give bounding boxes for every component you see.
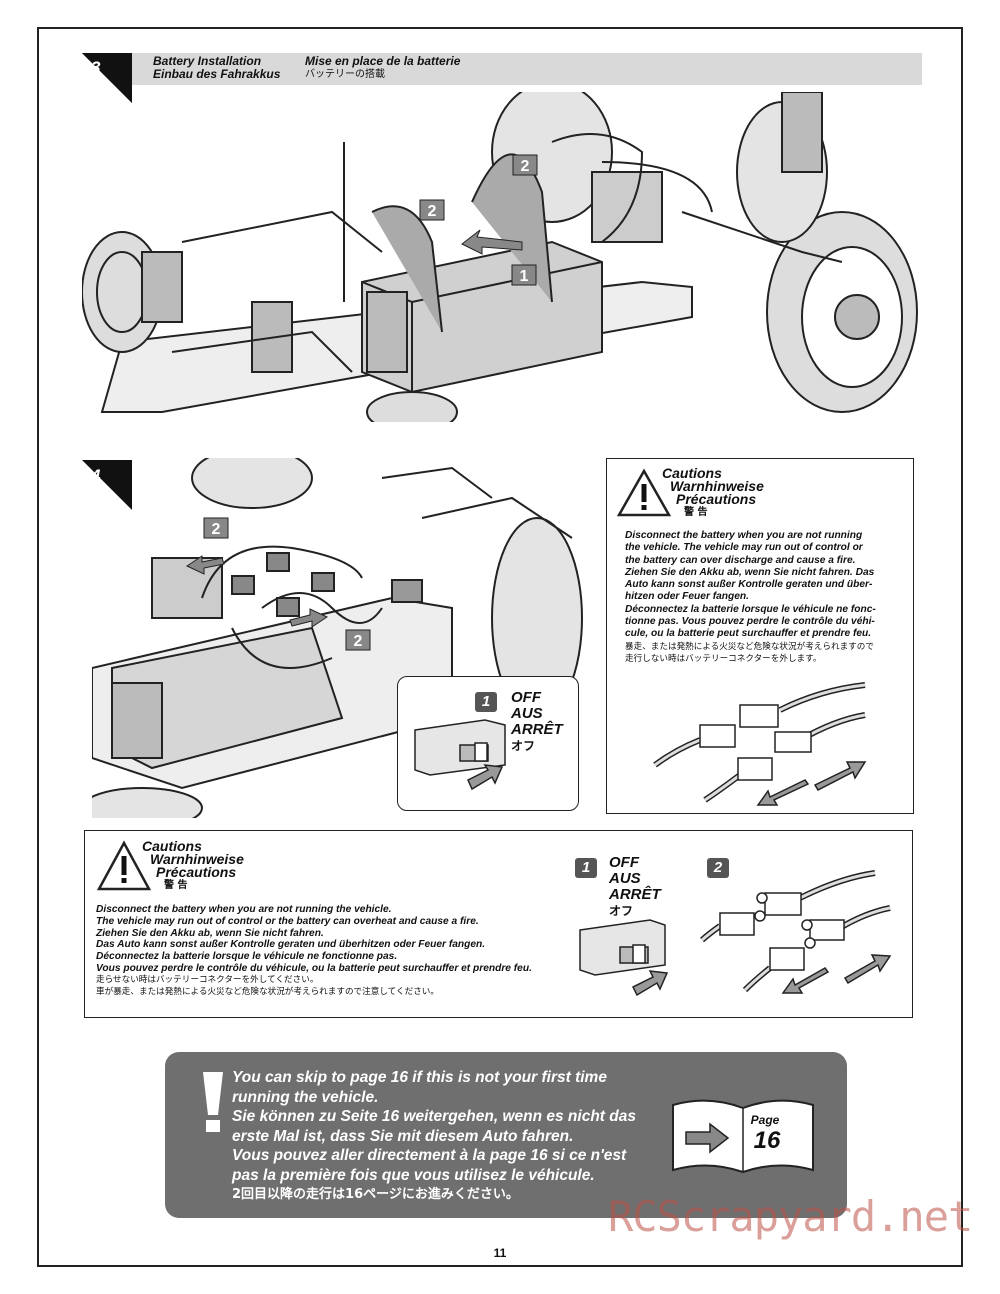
battery-installation-illustration: 2 2 1 [82,92,918,422]
caution-bottom-text: Disconnect the battery when you are not … [96,904,532,997]
caution-bottom-badge-2: 2 [707,858,729,878]
caution-box-right [606,458,914,814]
watermark: RCScrapyard.net [608,1192,973,1241]
warning-triangle-icon [616,468,672,517]
caution-bottom-badge-1: 1 [575,858,597,878]
step3-callout-2a: 2 [428,203,437,220]
exclamation-icon [203,1072,223,1132]
switch-off-labels: OFF AUS ARRÊT オフ [511,689,563,754]
book-page-label: Page [751,1113,780,1127]
caution-right-titles: Cautions Warnhinweise Précautions 警 告 [662,465,764,518]
step3-marker-fill [82,53,132,103]
step3-header-bar [132,53,922,85]
caution-bottom-switch-labels: OFF AUS ARRÊT オフ [609,854,661,919]
connector-unplug-illustration [700,870,892,994]
caution-box-bottom [84,830,913,1018]
step3-title-jp: バッテリーの搭載 [305,69,385,80]
step3-title-de: Einbau des Fahrakkus [153,67,281,81]
switch-icon [579,919,669,997]
page-number: 11 [493,1246,507,1260]
step3-title-fr: Mise en place de la batterie [305,54,461,68]
caution-right-text: Disconnect the battery when you are not … [625,530,876,664]
caution-bottom-titles: Cautions Warnhinweise Précautions 警 告 [142,838,244,891]
warning-triangle-icon [96,840,152,891]
skip-note-text: You can skip to page 16 if this is not y… [232,1069,636,1202]
switch-badge: 1 [475,692,497,712]
book-icon: Page 16 [672,1099,814,1174]
step3-title-en: Battery Installation [153,54,262,68]
switch-icon [414,719,506,791]
battery-connection-illustration: 2 2 [92,458,583,818]
step4-number: 4 [91,466,101,485]
book-page-number: 16 [754,1127,781,1154]
step3-callout-1: 1 [520,268,529,285]
step4-marker [82,460,132,510]
step3-callout-2b: 2 [521,158,530,175]
step3-number: 3 [91,58,101,77]
connector-unplug-illustration [653,682,867,806]
step4-callout-2a: 2 [212,521,221,538]
page-frame [37,27,963,1267]
step4-callout-2b: 2 [354,633,363,650]
